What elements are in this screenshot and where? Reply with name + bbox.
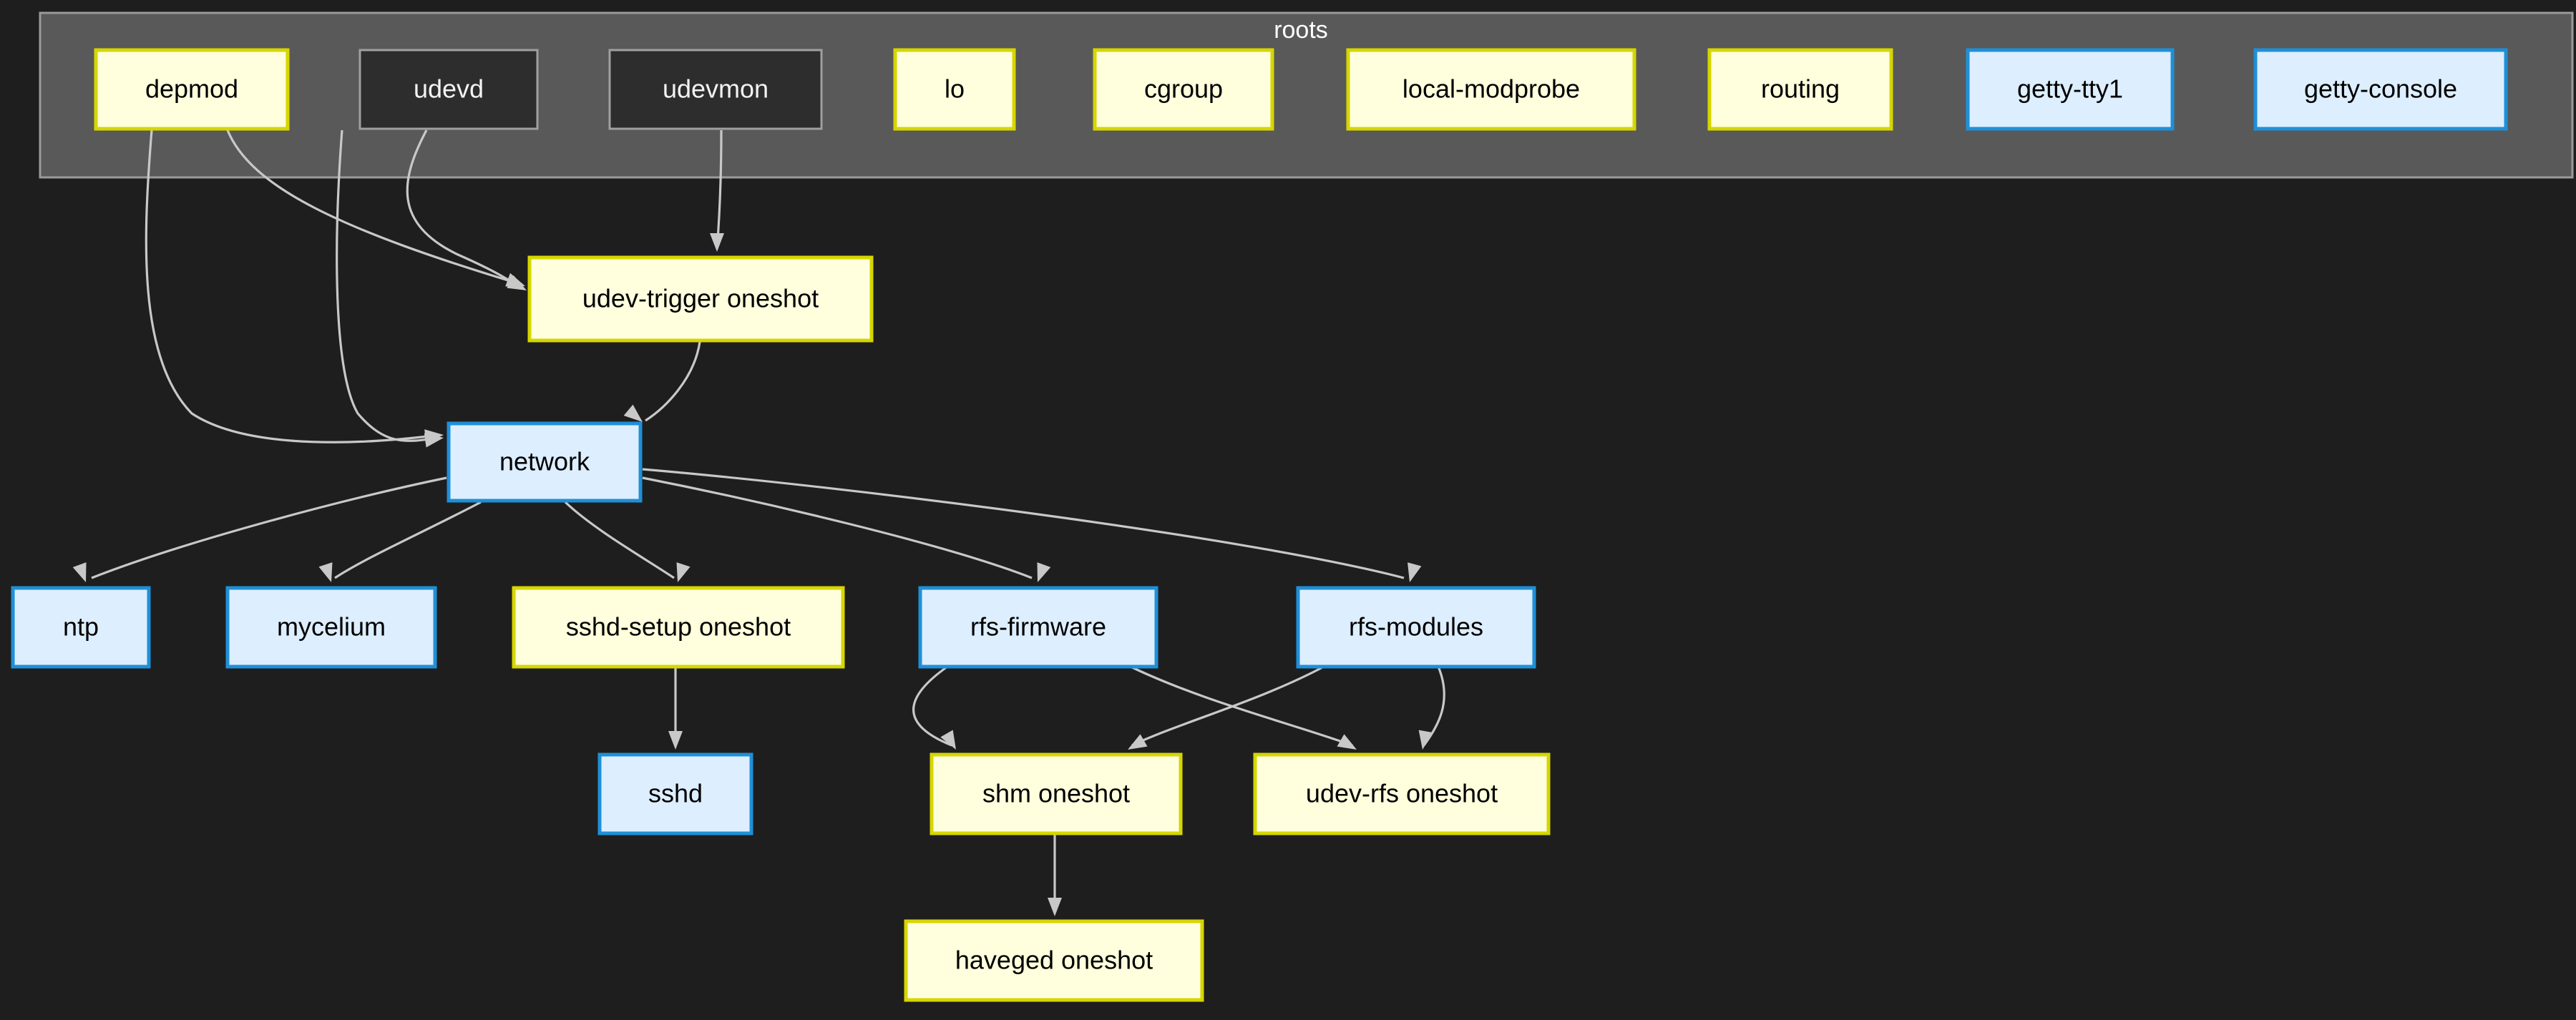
edge-network-to-rfs-modules <box>642 468 1405 579</box>
edge-network-to-mycelium <box>334 501 482 579</box>
node-label-cgroup: cgroup <box>1144 74 1223 104</box>
node-getty-tty1[interactable]: getty-tty1 <box>1966 48 2175 131</box>
edge-network-to-ntp <box>91 476 447 579</box>
node-routing[interactable]: routing <box>1707 48 1893 131</box>
edge-group <box>72 129 1445 916</box>
edge-depmod-to-udev-trigger <box>226 129 523 286</box>
node-box-udevd[interactable] <box>358 49 539 130</box>
node-label-mycelium: mycelium <box>277 612 386 642</box>
node-label-routing: routing <box>1761 74 1840 104</box>
node-box-local-modprobe[interactable] <box>1346 48 1636 131</box>
node-label-sshd: sshd <box>648 779 703 808</box>
node-udev-rfs[interactable]: udev-rfs oneshot <box>1253 752 1551 835</box>
node-depmod[interactable]: depmod <box>94 48 290 131</box>
edge-network-to-sshd-setup <box>564 501 675 579</box>
edge-depmod-to-network <box>145 129 440 443</box>
arrowhead-rfs-modules->udev-rfs <box>1418 730 1433 750</box>
node-box-rfs-firmware[interactable] <box>918 586 1158 669</box>
node-label-local-modprobe: local-modprobe <box>1402 74 1580 104</box>
node-udev-trigger[interactable]: udev-trigger oneshot <box>527 255 874 343</box>
node-box-udev-rfs[interactable] <box>1253 752 1551 835</box>
node-cgroup[interactable]: cgroup <box>1093 48 1274 131</box>
node-sshd-setup[interactable]: sshd-setup oneshot <box>512 586 845 669</box>
arrowhead-network->sshd-setup <box>676 562 691 582</box>
node-label-shm: shm oneshot <box>982 779 1130 808</box>
node-label-depmod: depmod <box>145 74 238 104</box>
node-label-network: network <box>499 447 590 476</box>
edge-network-to-rfs-firmware <box>642 476 1033 579</box>
node-box-getty-console[interactable] <box>2253 48 2508 131</box>
node-box-network[interactable] <box>447 421 643 503</box>
node-label-rfs-firmware: rfs-firmware <box>970 612 1106 642</box>
node-label-getty-tty1: getty-tty1 <box>2017 74 2123 104</box>
node-label-udevmon: udevmon <box>663 74 769 104</box>
node-label-udevd: udevd <box>414 74 484 104</box>
node-sshd[interactable]: sshd <box>597 752 753 835</box>
node-network[interactable]: network <box>447 421 643 503</box>
node-label-sshd-setup: sshd-setup oneshot <box>566 612 791 642</box>
node-box-mycelium[interactable] <box>225 586 437 669</box>
edge-rfs-modules-to-shm <box>1131 665 1324 747</box>
node-box-rfs-modules[interactable] <box>1296 586 1536 669</box>
node-box-cgroup[interactable] <box>1093 48 1274 131</box>
node-udevmon[interactable]: udevmon <box>608 49 823 130</box>
node-box-routing[interactable] <box>1707 48 1893 131</box>
node-shm[interactable]: shm oneshot <box>930 752 1183 835</box>
node-box-sshd-setup[interactable] <box>512 586 845 669</box>
arrowhead-rfs-firmware->shm <box>940 730 956 750</box>
edge-rfs-firmware-to-udev-rfs <box>1130 665 1353 747</box>
edge-udevd-to-udev-trigger <box>406 129 525 290</box>
node-box-ntp[interactable] <box>11 586 151 669</box>
node-rfs-firmware[interactable]: rfs-firmware <box>918 586 1158 669</box>
arrowhead-udevd->network <box>424 433 444 448</box>
node-label-haveged: haveged oneshot <box>955 946 1153 975</box>
arrowhead-udevmon->udev-trigger <box>710 233 724 252</box>
arrowhead-network->rfs-modules <box>1407 562 1422 582</box>
node-ntp[interactable]: ntp <box>11 586 151 669</box>
node-box-lo[interactable] <box>893 48 1016 131</box>
arrowhead-network->rfs-firmware <box>1037 562 1051 582</box>
node-box-haveged[interactable] <box>904 919 1204 1002</box>
edge-udevd-to-network <box>336 129 440 442</box>
node-box-udev-trigger[interactable] <box>527 255 874 343</box>
node-rfs-modules[interactable]: rfs-modules <box>1296 586 1536 669</box>
arrowhead-udevd->udev-trigger <box>507 275 527 290</box>
node-box-depmod[interactable] <box>94 48 290 131</box>
edge-udev-trigger-to-network <box>645 341 701 422</box>
node-getty-console[interactable]: getty-console <box>2253 48 2508 131</box>
arrowhead-rfs-firmware->udev-rfs <box>1337 734 1357 750</box>
edge-rfs-firmware-to-shm <box>912 665 952 747</box>
arrowhead-shm->haveged <box>1048 898 1062 916</box>
node-label-udev-trigger: udev-trigger oneshot <box>582 284 819 313</box>
node-label-ntp: ntp <box>63 612 99 642</box>
node-box-shm[interactable] <box>930 752 1183 835</box>
node-group: depmod udevd udevmon lo cgroup local-modprobe… <box>11 48 2508 1002</box>
arrowhead-sshd-setup->sshd <box>668 731 683 750</box>
node-lo[interactable]: lo <box>893 48 1016 131</box>
node-label-getty-console: getty-console <box>2304 74 2457 104</box>
arrowhead-network->mycelium <box>318 562 333 582</box>
node-local-modprobe[interactable]: local-modprobe <box>1346 48 1636 131</box>
node-label-rfs-modules: rfs-modules <box>1349 612 1483 642</box>
cluster-label: roots <box>1274 16 1328 44</box>
arrowhead-rfs-modules->shm <box>1128 734 1148 750</box>
node-udevd[interactable]: udevd <box>358 49 539 130</box>
node-label-lo: lo <box>945 74 965 104</box>
node-haveged[interactable]: haveged oneshot <box>904 919 1204 1002</box>
arrowhead-udev-trigger->network <box>623 404 643 422</box>
node-mycelium[interactable]: mycelium <box>225 586 437 669</box>
arrowhead-network->ntp <box>72 562 87 582</box>
node-box-getty-tty1[interactable] <box>1966 48 2175 131</box>
node-label-udev-rfs: udev-rfs oneshot <box>1306 779 1498 808</box>
node-box-udevmon[interactable] <box>608 49 823 130</box>
node-box-sshd[interactable] <box>597 752 753 835</box>
